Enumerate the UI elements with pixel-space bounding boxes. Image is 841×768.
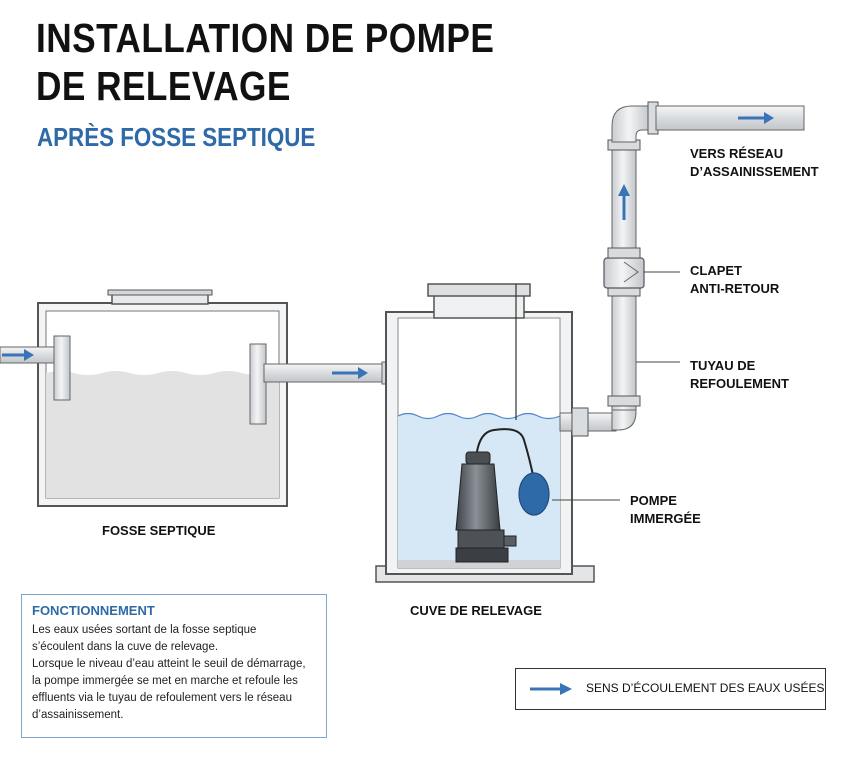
title-line-2: DE RELEVAGE: [36, 63, 291, 109]
info-line: s’écoulent dans la cuve de relevage.: [32, 641, 219, 653]
septic-tank: [0, 289, 288, 507]
float-switch: [518, 472, 550, 516]
info-line: la pompe immergée se met en marche et re…: [32, 675, 298, 687]
check-valve-flap: [623, 261, 639, 283]
flow-arrow-riser: [618, 184, 630, 220]
water-surface: [397, 412, 561, 420]
flow-arrow-inlet: [2, 349, 34, 361]
label-pump-line-1: POMPE: [630, 493, 677, 508]
label-network-line-2: D’ASSAINISSEMENT: [690, 164, 819, 179]
info-line: effluents via le tuyau de refoulement ve…: [32, 692, 292, 704]
pump-body: [455, 463, 501, 531]
page-title: INSTALLATION DE POMPE DE RELEVAGE: [36, 14, 494, 110]
lift-tank-cover: [427, 283, 531, 297]
page-subtitle: APRÈS FOSSE SEPTIQUE: [37, 122, 316, 152]
flow-arrows: [2, 112, 774, 379]
label-discharge-pipe: TUYAU DE REFOULEMENT: [690, 357, 789, 393]
pump-motor: [457, 529, 505, 549]
discharge-collar-low: [607, 395, 641, 407]
label-pump: POMPE IMMERGÉE: [630, 492, 701, 528]
label-pump-line-2: IMMERGÉE: [630, 511, 701, 526]
discharge-outlet-collar: [571, 407, 589, 437]
flow-arrow-network: [738, 112, 774, 124]
lift-tank-neck: [433, 293, 525, 319]
info-line: Les eaux usées sortant de la fosse septi…: [32, 624, 257, 636]
label-network: VERS RÉSEAU D’ASSAINISSEMENT: [690, 145, 819, 181]
network-pipe: [655, 105, 805, 131]
label-septic-tank: FOSSE SEPTIQUE: [102, 523, 216, 538]
discharge-upper-elbow: [611, 105, 651, 143]
check-valve-collar-top: [607, 247, 641, 259]
label-network-line-1: VERS RÉSEAU: [690, 146, 784, 161]
info-line: d’assainissement.: [32, 709, 124, 721]
label-discharge-pipe-line-1: TUYAU DE: [690, 358, 756, 373]
legend-text: SENS D’ÉCOULEMENT DES EAUX USÉES: [586, 681, 825, 695]
info-title: FONCTIONNEMENT: [32, 603, 155, 618]
submersible-pump: [455, 284, 550, 563]
label-check-valve: CLAPET ANTI-RETOUR: [690, 262, 779, 298]
leader-lines: [552, 271, 680, 501]
flow-arrow-transfer: [332, 367, 368, 379]
pump-handle: [465, 451, 491, 465]
info-line: Lorsque le niveau d’eau atteint le seuil…: [32, 658, 306, 670]
septic-inlet-tee: [53, 335, 71, 401]
lift-tank-floor: [398, 560, 560, 568]
label-discharge-pipe-line-2: REFOULEMENT: [690, 376, 789, 391]
info-box: FONCTIONNEMENT Les eaux usées sortant de…: [21, 594, 327, 738]
septic-outlet-tee: [249, 343, 267, 425]
label-lift-tank: CUVE DE RELEVAGE: [410, 603, 542, 618]
septic-liquid: [46, 371, 279, 498]
pump-outlet: [503, 535, 517, 547]
pump-cable: [475, 428, 535, 481]
label-check-valve-line-2: ANTI-RETOUR: [690, 281, 780, 296]
discharge-pipe: [559, 101, 805, 437]
septic-tank-cap: [107, 289, 213, 296]
title-line-1: INSTALLATION DE POMPE: [36, 15, 495, 61]
legend: SENS D’ÉCOULEMENT DES EAUX USÉES: [515, 668, 826, 710]
pump-foot: [455, 547, 509, 563]
label-check-valve-line-1: CLAPET: [690, 263, 742, 278]
legend-arrow-icon: [530, 683, 572, 695]
info-text: Les eaux usées sortant de la fosse septi…: [32, 622, 316, 724]
